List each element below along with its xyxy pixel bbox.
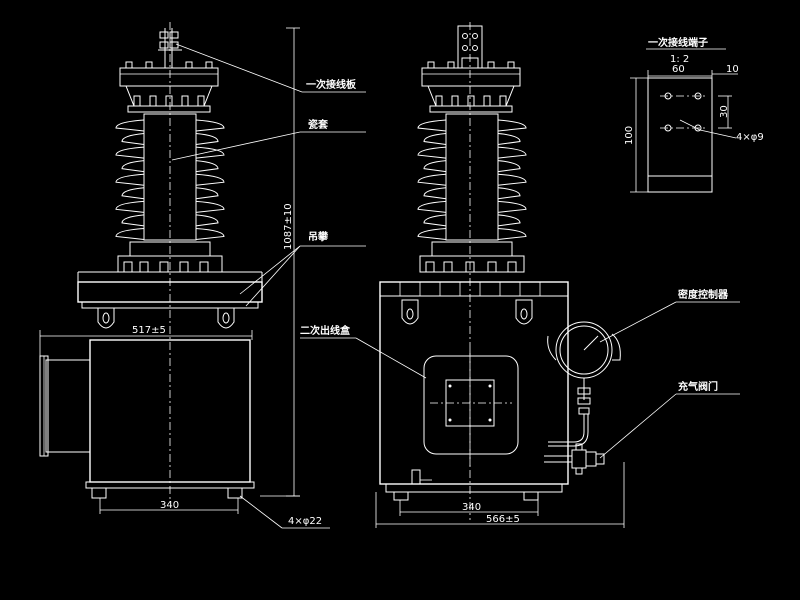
front-leaders (171, 43, 366, 529)
side-dimensions (375, 462, 625, 528)
insulator-shed (115, 173, 225, 186)
front-cap-flange (119, 61, 219, 113)
label-primary-terminal-plate: 一次接线板 (306, 78, 357, 91)
insulator-shed (423, 214, 521, 227)
side-tank (379, 281, 569, 501)
insulator-shed (423, 133, 521, 146)
side-base-dim: 340 (462, 502, 481, 513)
insulator-shed (417, 146, 527, 159)
label-secondary-outlet-box: 二次出线盒 (300, 324, 351, 337)
side-porcelain-sheds (417, 113, 527, 241)
insulator-shed (115, 200, 225, 213)
side-charging-valve (544, 443, 605, 475)
detail-edge-dim: 10 (726, 64, 739, 75)
detail-width-dim: 60 (672, 64, 685, 75)
insulator-shed (417, 173, 527, 186)
side-view: 340 566±5 二次出线盒 密度控制器 充气阀门 (300, 22, 740, 528)
front-view: 517±5 340 1087±10 一次接线板 瓷套 吊攀 4×φ22 (39, 22, 366, 529)
front-lifting-lugs (97, 307, 235, 329)
front-tank (39, 339, 255, 499)
front-width-dim: 517±5 (132, 325, 166, 336)
insulator-shed (121, 214, 219, 227)
insulator-core (445, 113, 499, 241)
insulator-shed (121, 160, 219, 173)
insulator-shed (121, 187, 219, 200)
insulator-shed (423, 187, 521, 200)
insulator-shed (423, 160, 521, 173)
side-width-dim: 566±5 (486, 514, 520, 525)
label-porcelain-bushing: 瓷套 (308, 118, 329, 131)
side-leaders (300, 301, 740, 459)
front-foot-holes-dim: 4×φ22 (288, 516, 322, 527)
detail-holes-dim: 4×φ9 (736, 132, 764, 143)
detail-spacing-dim: 30 (719, 105, 730, 118)
insulator-shed (115, 146, 225, 159)
insulator-shed (417, 227, 527, 240)
detail-plate (647, 77, 713, 193)
detail-height-dim: 100 (624, 126, 635, 145)
label-charging-valve: 充气阀门 (678, 380, 718, 393)
front-base-dim: 340 (160, 500, 179, 511)
detail-scale: 1: 2 (670, 54, 689, 65)
label-primary-terminal: 一次接线端子 (648, 36, 708, 49)
detail-view: 一次接线端子 1: 2 60 10 30 100 4×φ9 (624, 36, 764, 193)
side-secondary-outlet-box (423, 350, 519, 466)
side-base-flange (419, 241, 525, 273)
insulator-shed (417, 119, 527, 132)
label-density-controller: 密度控制器 (678, 288, 729, 301)
front-dimensions (39, 27, 300, 514)
insulator-shed (115, 227, 225, 240)
insulator-shed (121, 133, 219, 146)
side-cap-flange (421, 61, 521, 113)
front-height-dim: 1087±10 (283, 203, 294, 250)
label-lifting-lug: 吊攀 (308, 230, 329, 243)
insulator-shed (115, 119, 225, 132)
insulator-shed (417, 200, 527, 213)
side-density-controller (547, 321, 621, 447)
detail-dimensions (630, 70, 738, 193)
